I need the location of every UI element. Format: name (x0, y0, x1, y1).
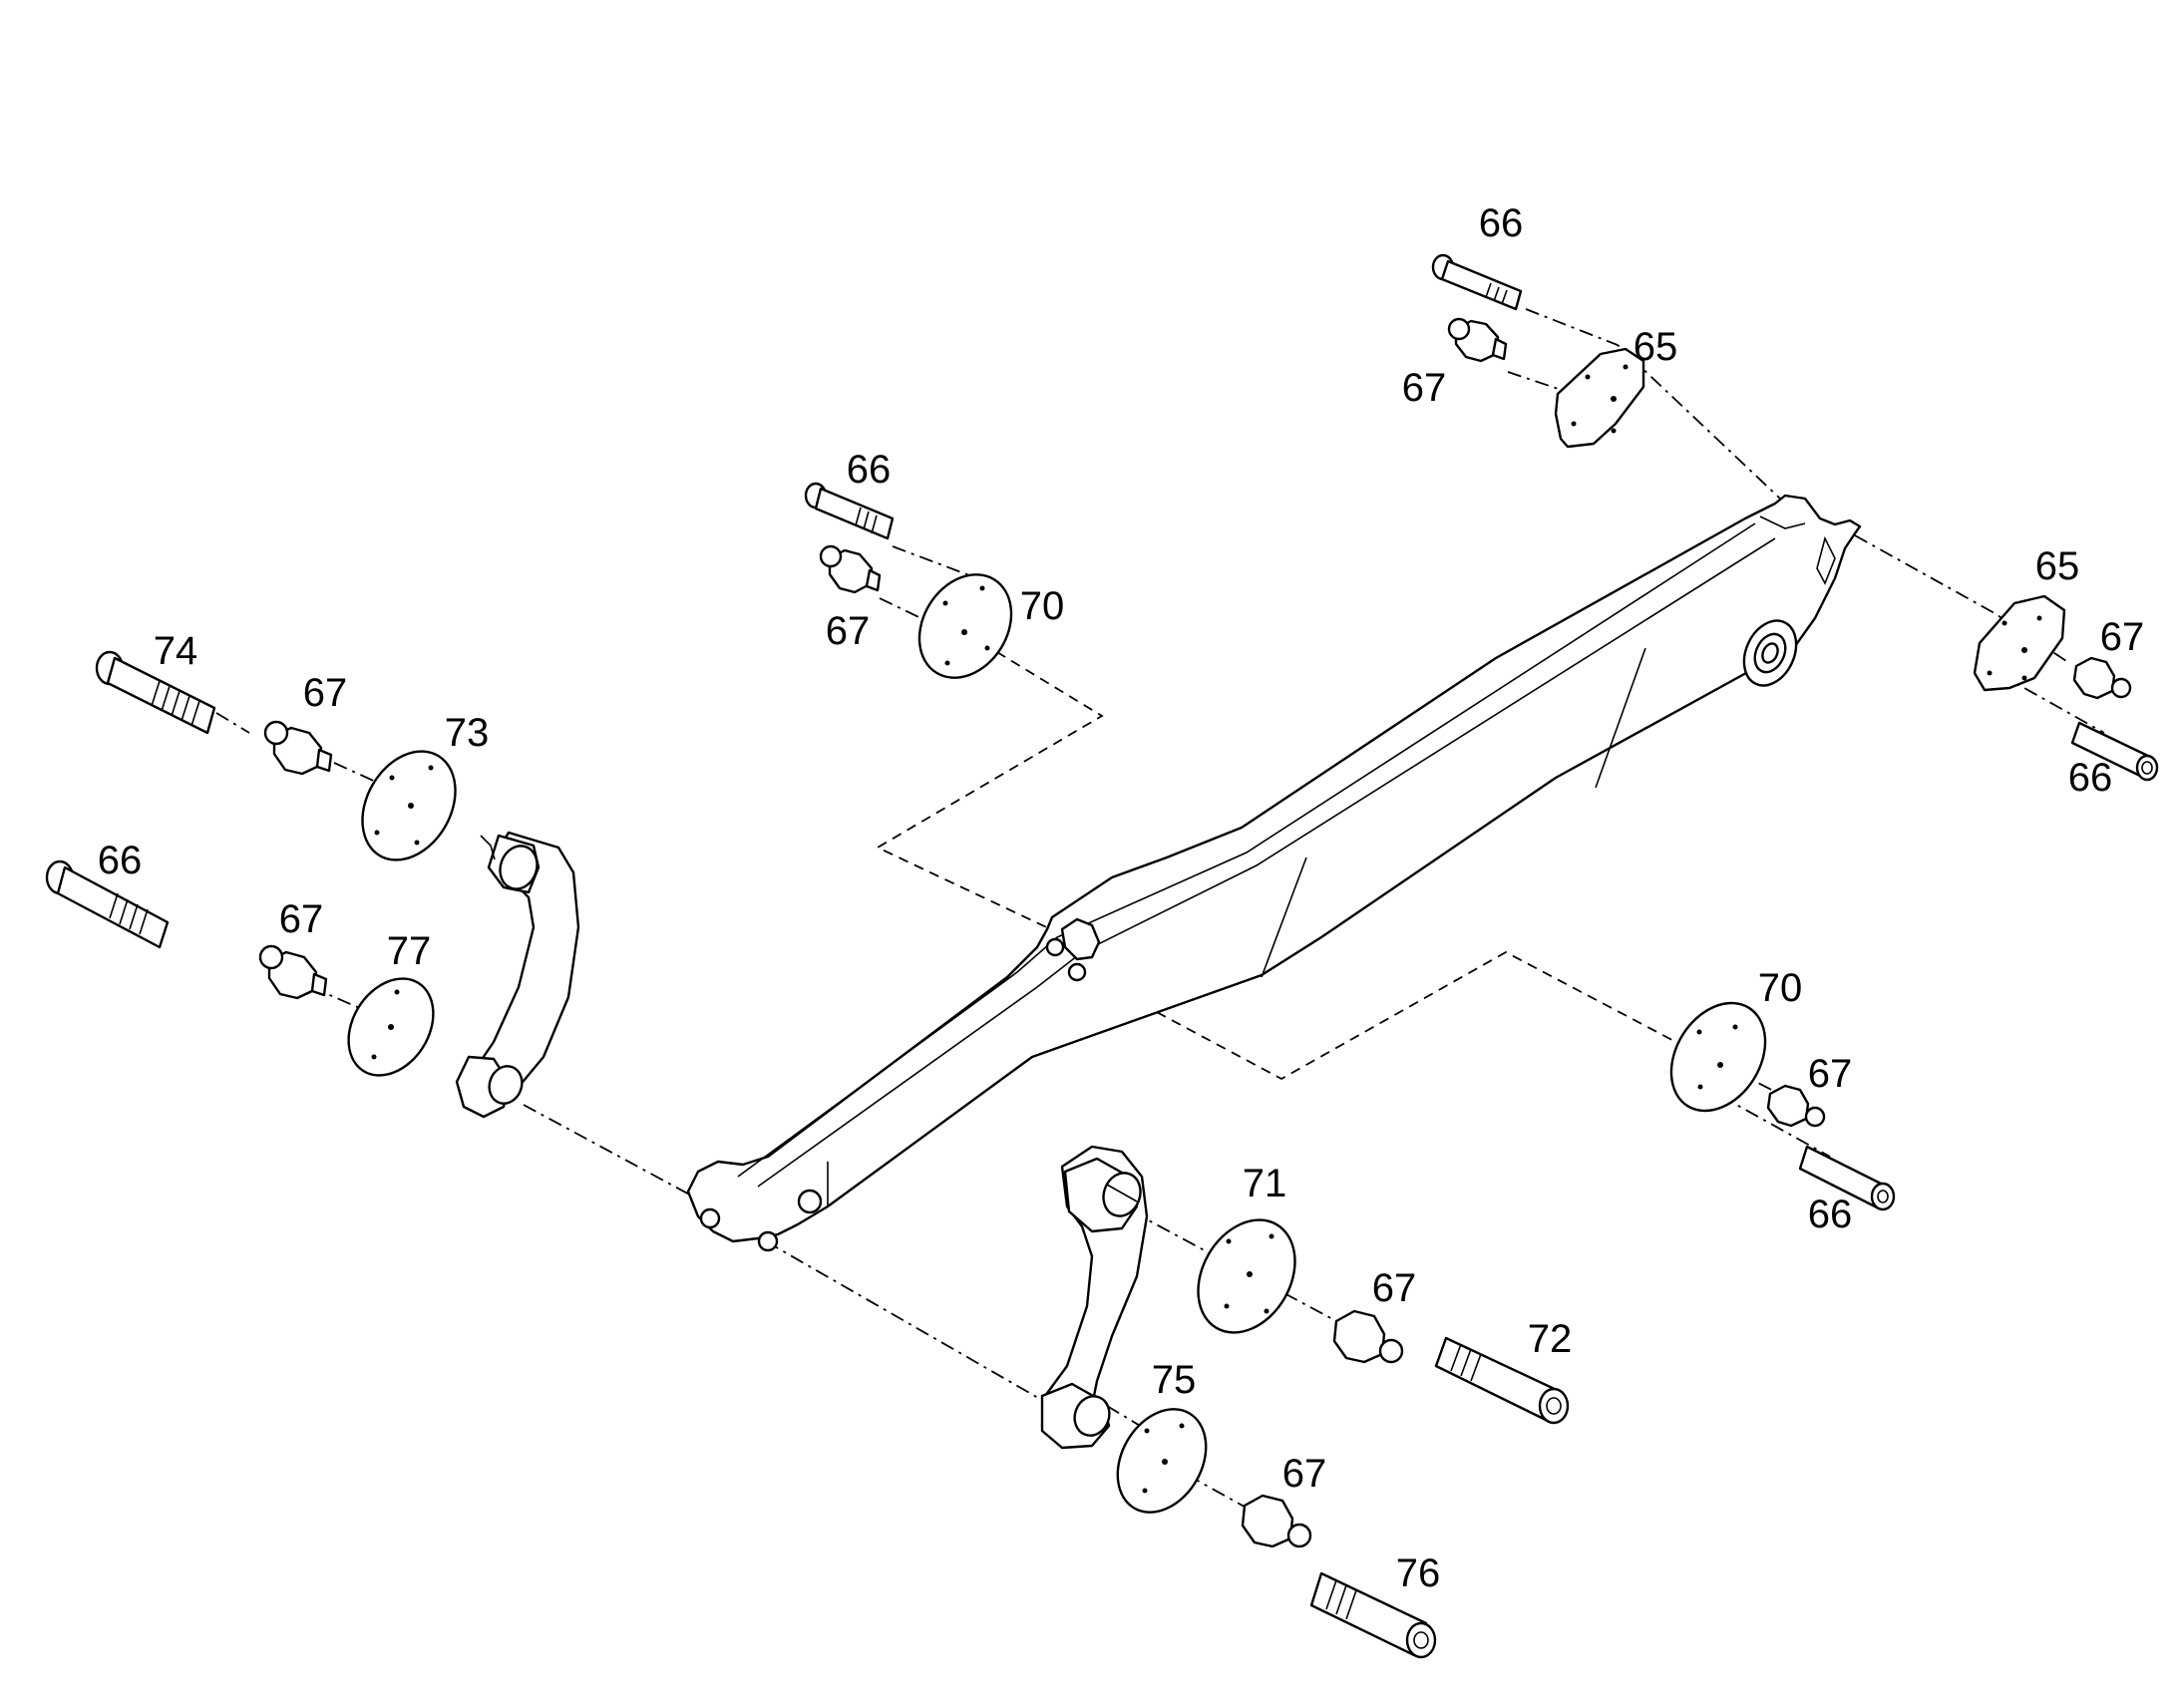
callout-77: 77 (387, 929, 432, 973)
callout-66: 66 (2068, 756, 2113, 800)
callout-70: 70 (1020, 584, 1065, 628)
callout-67: 67 (1808, 1052, 1853, 1096)
bolt-top-right (1431, 253, 1523, 311)
bolts (45, 253, 2159, 1659)
nipple-right-top (2072, 656, 2132, 700)
nipple-left-upper (263, 720, 333, 776)
callout-66: 66 (98, 839, 143, 882)
callout-75: 75 (1152, 1358, 1197, 1402)
grease-nipples (258, 317, 2132, 1548)
callout-labels: 6665676670676567667467736667777067667167… (98, 201, 2145, 1595)
callout-67: 67 (279, 897, 324, 941)
callout-66: 66 (1808, 1193, 1853, 1236)
bolt-top-mid (804, 482, 895, 540)
bolt-66-left (45, 859, 170, 949)
bolt-66-right-mid (1798, 1145, 1896, 1211)
link-arm-right (1040, 1145, 1149, 1450)
callout-71: 71 (1243, 1162, 1287, 1205)
callout-67: 67 (826, 609, 871, 653)
callout-67: 67 (303, 671, 348, 715)
callout-65: 65 (1634, 325, 1678, 369)
boom-arm (686, 494, 1862, 1252)
callout-74: 74 (154, 629, 198, 673)
callout-72: 72 (1528, 1317, 1573, 1361)
callout-76: 76 (1396, 1551, 1441, 1595)
callout-67: 67 (1282, 1452, 1327, 1496)
callout-73: 73 (445, 711, 490, 755)
bolt-74 (95, 650, 216, 735)
link-arm-left (455, 831, 580, 1119)
nipple-top-right (1447, 317, 1508, 363)
bolt-76 (1309, 1571, 1437, 1659)
callout-65: 65 (2035, 544, 2080, 588)
callout-66: 66 (847, 448, 892, 492)
plates (347, 347, 2066, 1514)
bolt-72 (1434, 1336, 1570, 1425)
callout-67: 67 (1402, 366, 1447, 410)
nipple-top-mid (819, 544, 882, 594)
callout-67: 67 (2100, 615, 2145, 659)
nipple-right-mid (1766, 1084, 1826, 1128)
nipple-left-lower (258, 944, 328, 1000)
bolt-66-right-top (2070, 721, 2159, 782)
callout-70: 70 (1758, 966, 1803, 1010)
nipple-71 (1332, 1309, 1404, 1364)
nipple-75 (1241, 1494, 1312, 1548)
callout-66: 66 (1479, 201, 1524, 245)
callout-67: 67 (1372, 1266, 1417, 1310)
